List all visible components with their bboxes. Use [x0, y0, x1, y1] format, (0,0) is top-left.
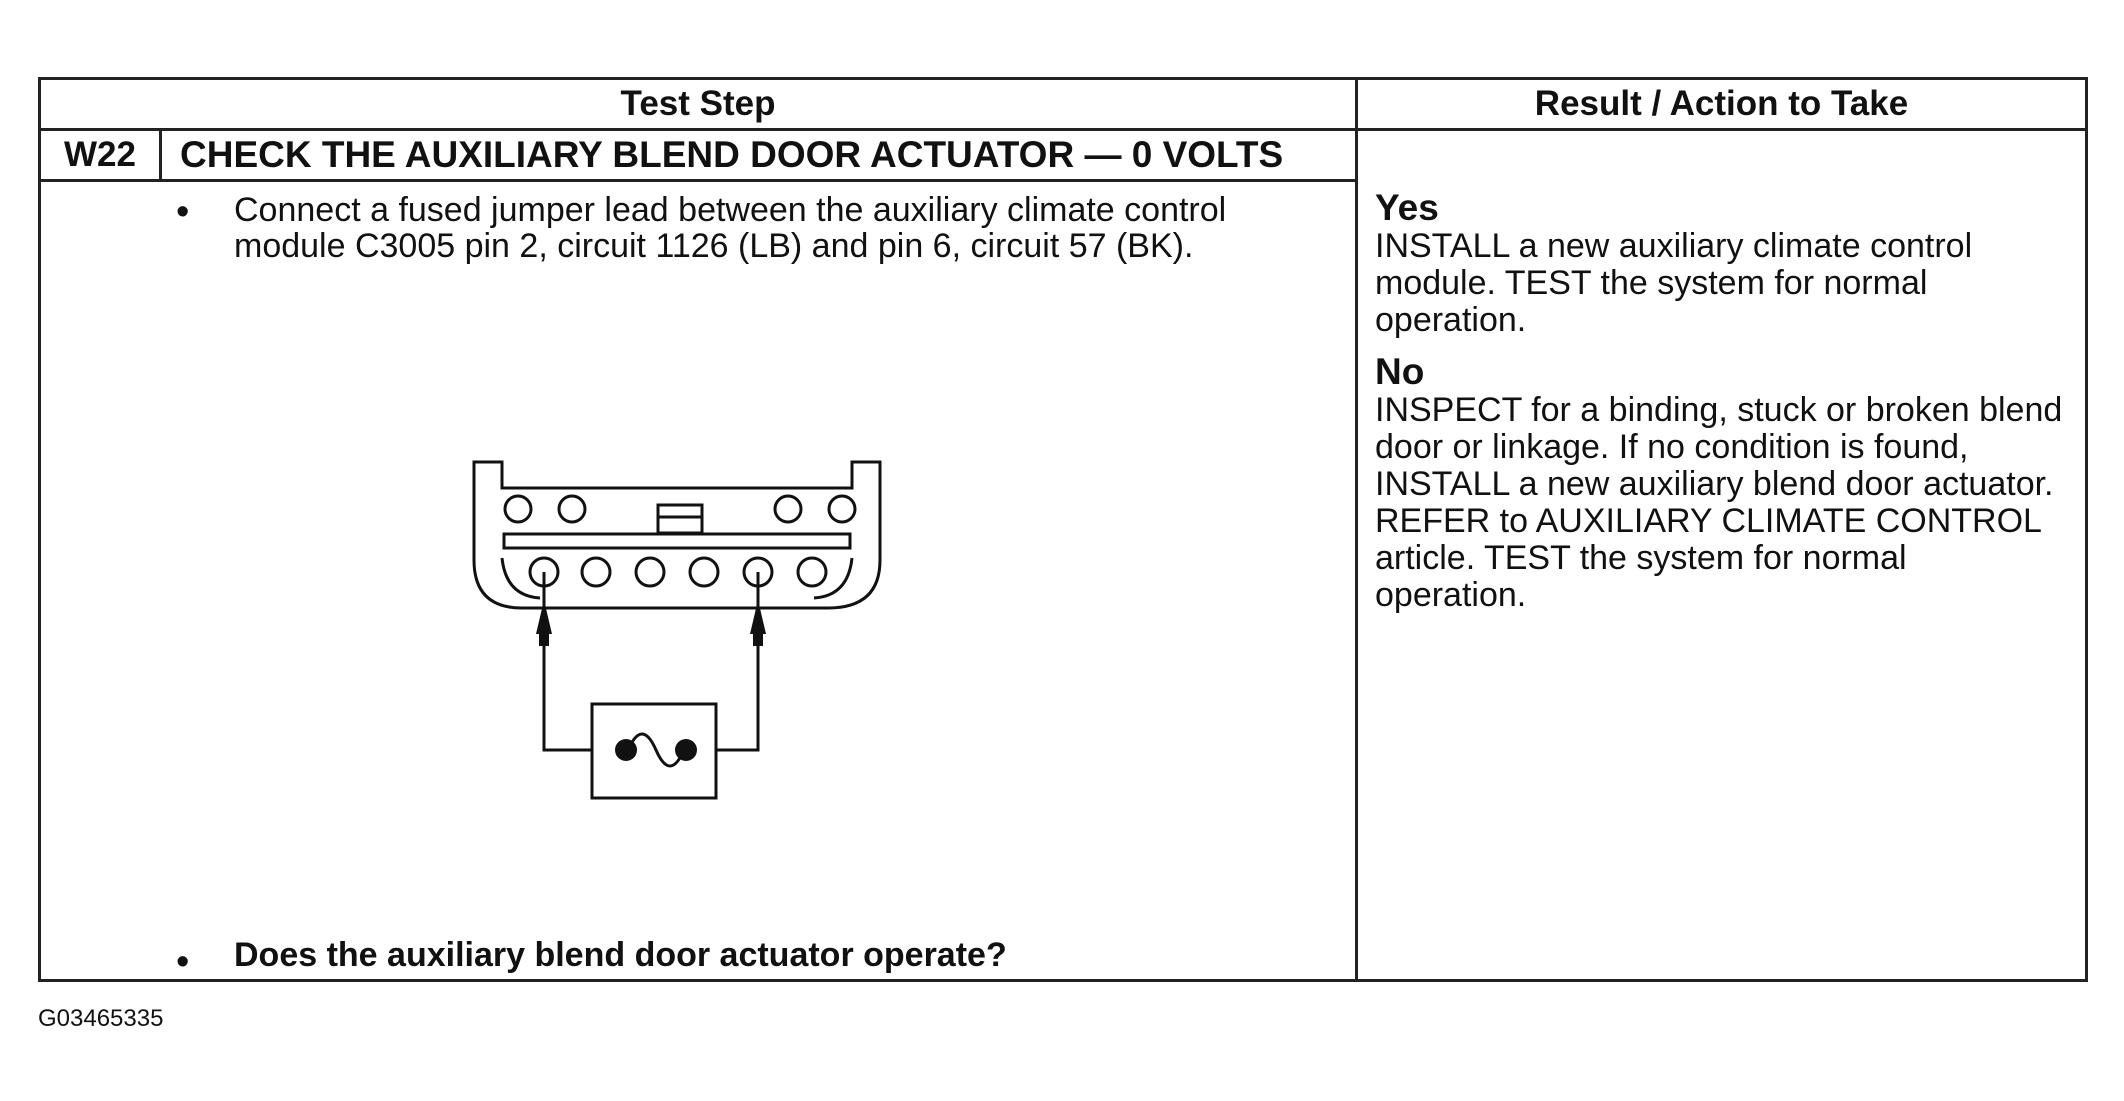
terminal [503, 494, 533, 524]
step-id-divider [159, 128, 162, 182]
terminal [688, 556, 720, 588]
terminal [773, 494, 803, 524]
yes-label: Yes [1375, 187, 1439, 228]
instruction-text: Connect a fused jumper lead between the … [234, 191, 1227, 265]
jumper-wire-right [716, 572, 760, 752]
terminal [557, 494, 587, 524]
yes-action-text: INSTALL a new auxiliary climate control … [1375, 227, 1973, 339]
header-test-step: Test Step [620, 84, 776, 123]
header-result-action: Result / Action to Take [1534, 84, 1909, 123]
no-action-text: INSPECT for a binding, stuck or broken b… [1375, 391, 2063, 614]
connector-inner-edge [813, 557, 854, 600]
terminal [634, 556, 666, 588]
header-divider-left [38, 128, 1358, 131]
no-label: No [1375, 351, 1425, 392]
connector-inner-edge [500, 557, 541, 600]
step-id: W22 [64, 135, 136, 174]
terminal [796, 556, 828, 588]
fuse-terminal-right [675, 739, 697, 761]
terminal [827, 494, 857, 524]
fuse-element [626, 732, 686, 768]
jumper-connector-diagram [472, 460, 882, 800]
jumper-wire-left [542, 572, 592, 752]
header-divider-right [1355, 128, 2088, 131]
step-title-divider [38, 179, 1358, 182]
question-text: Does the auxiliary blend door actuator o… [234, 936, 1007, 974]
connector-latch [656, 503, 704, 535]
bullet-marker: • [176, 191, 190, 233]
step-title: CHECK THE AUXILIARY BLEND DOOR ACTUATOR … [180, 134, 1284, 175]
figure-id: G03465335 [38, 1005, 164, 1032]
fuse-terminal-left [615, 739, 637, 761]
terminal [580, 556, 612, 588]
connector-divider-bar [502, 532, 852, 550]
probe-tip-right [750, 600, 766, 634]
column-divider [1355, 77, 1358, 982]
fuse-box [590, 702, 718, 800]
procedure-table [38, 77, 2088, 982]
bullet-marker: • [176, 941, 190, 983]
probe-tip-left [536, 600, 552, 634]
connector-housing-outline [472, 460, 882, 610]
